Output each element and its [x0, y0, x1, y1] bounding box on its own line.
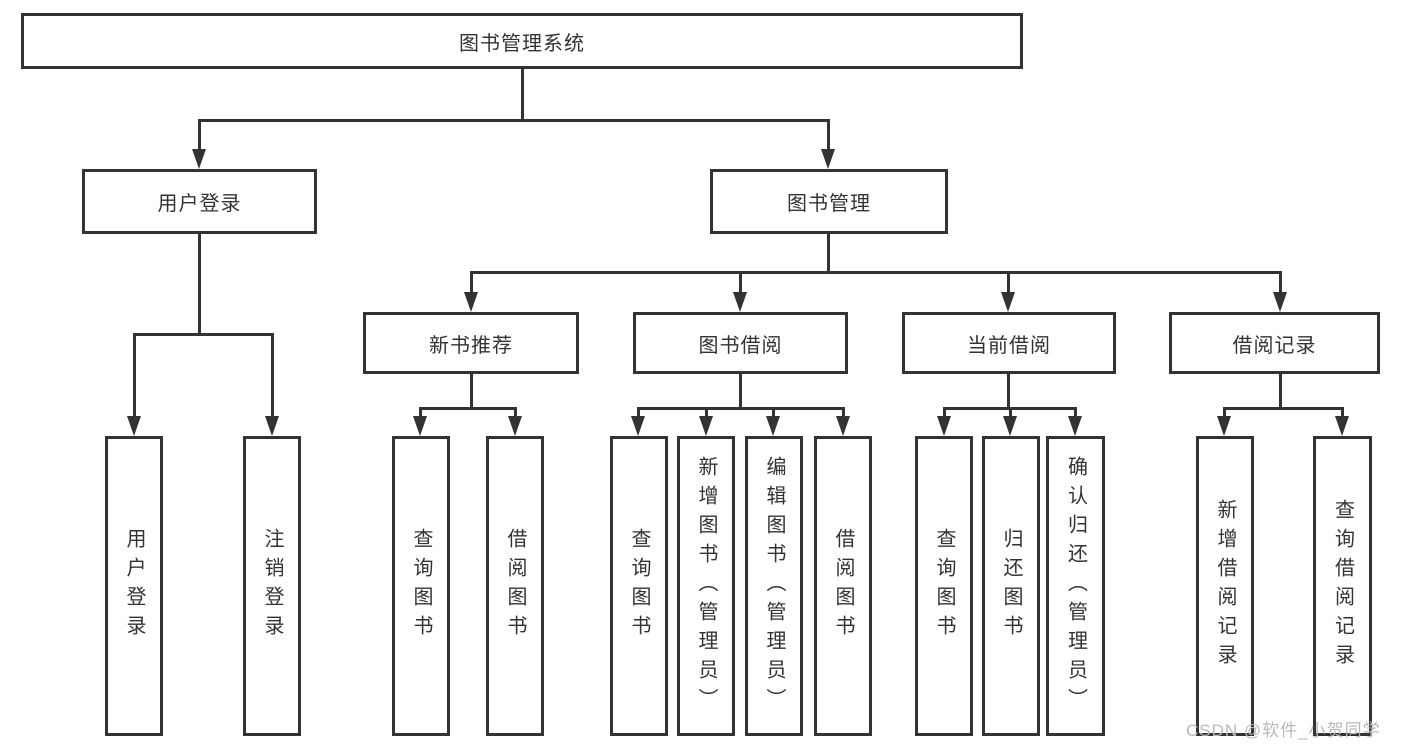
root-node-library-management-system: 图书管理系统: [21, 13, 1023, 69]
connector-line: [827, 119, 830, 151]
arrowhead-down-icon: [836, 416, 850, 436]
connector-line: [1007, 271, 1010, 294]
connector-line: [133, 333, 274, 336]
arrowhead-down-icon: [631, 416, 645, 436]
connector-line: [943, 407, 946, 419]
connector-line: [739, 271, 742, 294]
connector-line: [1007, 374, 1010, 410]
leaf-node-edit-book-admin: 编辑图书（管理员）: [745, 436, 803, 736]
connector-line: [827, 234, 830, 274]
connector-line: [739, 374, 742, 410]
connector-line: [198, 119, 830, 122]
leaf-node-label: 新增图书（管理员）: [695, 455, 717, 717]
leaf-node-label: 查询借阅记录: [1331, 499, 1354, 673]
connector-line: [1223, 407, 1344, 410]
arrowhead-down-icon: [766, 416, 780, 436]
csdn-watermark: CSDN @软件_小贺同学: [1186, 721, 1381, 740]
leaf-node-borrow-book: 借阅图书: [486, 436, 544, 736]
arrowhead-down-icon: [1003, 416, 1017, 436]
leaf-node-label: 新增借阅记录: [1214, 499, 1236, 673]
leaf-node-user-login: 用户登录: [105, 436, 163, 736]
arrowhead-down-icon: [192, 149, 206, 169]
leaf-node-query-book: 查询图书: [610, 436, 668, 736]
leaf-node-return-book: 归还图书: [982, 436, 1040, 736]
connector-line: [470, 271, 1282, 274]
connector-line: [521, 68, 524, 122]
arrowhead-down-icon: [821, 149, 835, 169]
category-node-book-borrow: 图书借阅: [633, 312, 848, 374]
leaf-node-label: 用户登录: [123, 528, 145, 644]
connector-line: [1279, 271, 1282, 294]
connector-line: [1074, 407, 1077, 419]
leaf-node-query-borrow-record: 查询借阅记录: [1313, 436, 1372, 736]
arrowhead-down-icon: [1335, 416, 1349, 436]
category-node-current-borrow: 当前借阅: [902, 312, 1116, 374]
connector-line: [470, 271, 473, 294]
leaf-node-borrow-book: 借阅图书: [814, 436, 872, 736]
leaf-node-label: 注销登录: [261, 528, 283, 644]
connector-line: [1223, 407, 1226, 419]
connector-line: [470, 374, 473, 410]
arrowhead-down-icon: [699, 416, 713, 436]
connector-line: [419, 407, 516, 410]
branch-node-book-management: 图书管理: [710, 169, 948, 234]
connector-line: [198, 119, 201, 151]
category-node-label: 借阅记录: [1232, 334, 1317, 357]
branch-node-user-login: 用户登录: [82, 169, 317, 234]
arrowhead-down-icon: [1273, 292, 1287, 312]
leaf-node-label: 归还图书: [1000, 528, 1022, 644]
category-node-label: 新书推荐: [429, 334, 513, 357]
arrowhead-down-icon: [1001, 292, 1015, 312]
leaf-node-add-borrow-record: 新增借阅记录: [1196, 436, 1254, 736]
leaf-node-query-book: 查询图书: [392, 436, 450, 736]
leaf-node-query-book: 查询图书: [915, 436, 973, 736]
arrowhead-down-icon: [508, 416, 522, 436]
leaf-node-label: 查询图书: [628, 528, 650, 644]
category-node-label: 图书借阅: [698, 334, 783, 357]
connector-line: [271, 333, 274, 418]
connector-line: [705, 407, 708, 419]
category-node-borrow-record: 借阅记录: [1169, 312, 1380, 374]
connector-line: [198, 234, 201, 336]
connector-line: [133, 333, 136, 418]
leaf-node-label: 借阅图书: [504, 528, 526, 644]
arrowhead-down-icon: [127, 416, 141, 436]
leaf-node-add-book-admin: 新增图书（管理员）: [677, 436, 735, 736]
leaf-node-label: 确认归还（管理员）: [1064, 455, 1087, 717]
arrowhead-down-icon: [1217, 416, 1231, 436]
connector-line: [842, 407, 845, 419]
connector-line: [419, 407, 422, 419]
leaf-node-label: 借阅图书: [832, 528, 854, 644]
connector-line: [514, 407, 517, 419]
leaf-node-label: 查询图书: [933, 528, 955, 644]
arrowhead-down-icon: [464, 292, 478, 312]
connector-line: [772, 407, 775, 419]
arrowhead-down-icon: [1068, 416, 1082, 436]
arrowhead-down-icon: [733, 292, 747, 312]
branch-node-label: 图书管理: [787, 193, 871, 215]
arrowhead-down-icon: [413, 416, 427, 436]
category-node-new-book-recommend: 新书推荐: [363, 312, 579, 374]
connector-line: [1009, 407, 1012, 419]
connector-line: [1279, 374, 1282, 410]
arrowhead-down-icon: [265, 416, 279, 436]
connector-line: [1341, 407, 1344, 419]
root-node-label: 图书管理系统: [459, 32, 585, 55]
branch-node-label: 用户登录: [157, 193, 242, 215]
category-node-label: 当前借阅: [967, 334, 1051, 357]
leaf-node-logout: 注销登录: [243, 436, 301, 736]
leaf-node-label: 查询图书: [410, 528, 432, 644]
arrowhead-down-icon: [937, 416, 951, 436]
connector-line: [637, 407, 640, 419]
connector-line: [637, 407, 844, 410]
leaf-node-label: 编辑图书（管理员）: [763, 455, 785, 717]
leaf-node-confirm-return-admin: 确认归还（管理员）: [1046, 436, 1105, 736]
